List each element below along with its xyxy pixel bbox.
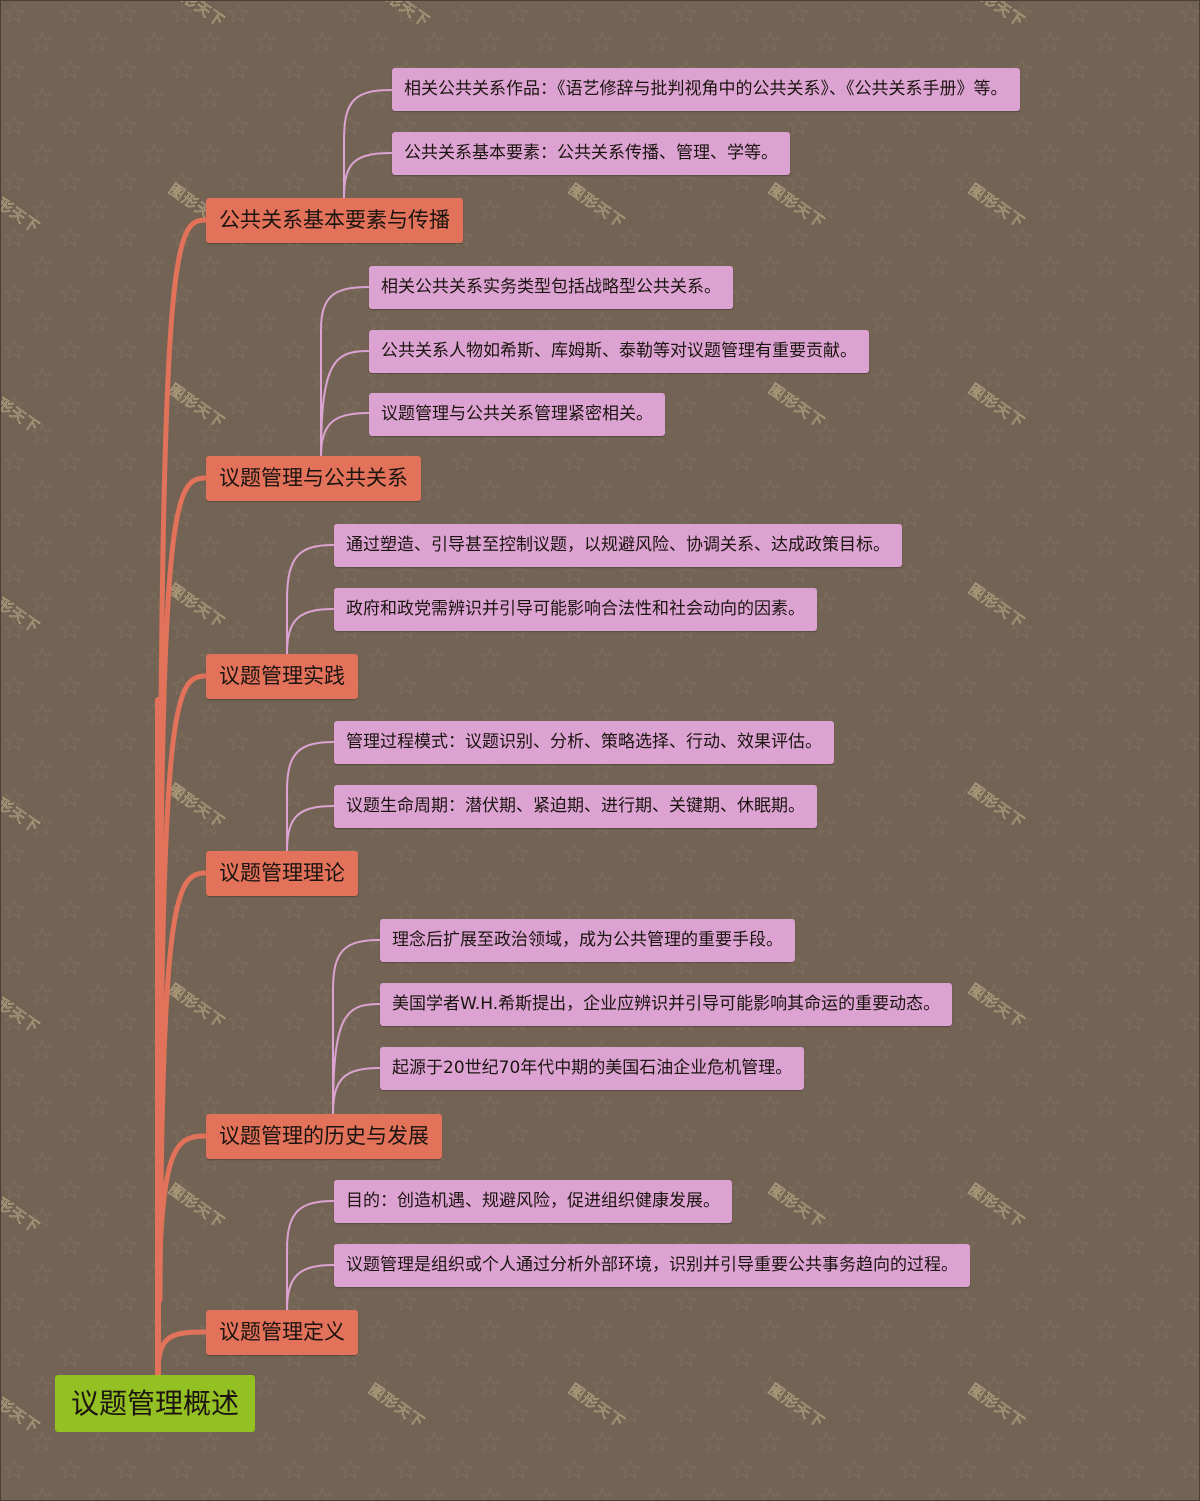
watermark-text: 图形天下 [765,180,829,232]
watermark-text: 图形天下 [0,1385,44,1437]
leaf-node[interactable]: 议题管理与公共关系管理紧密相关。 [369,393,665,436]
leaf-node[interactable]: 美国学者W.H.希斯提出，企业应辨识并引导可能影响其命运的重要动态。 [380,983,953,1026]
watermark-text: 图形天下 [965,1380,1029,1432]
leaf-node[interactable]: 公共关系基本要素：公共关系传播、管理、学等。 [392,132,790,175]
watermark-text: 图形天下 [0,185,44,237]
leaf-node[interactable]: 相关公共关系实务类型包括战略型公共关系。 [369,266,733,309]
leaf-node[interactable]: 公共关系人物如希斯、库姆斯、泰勒等对议题管理有重要贡献。 [369,330,869,373]
branch-node-practice[interactable]: 议题管理实践 [206,654,358,699]
watermark-text: 图形天下 [965,380,1029,432]
branch-node-definition[interactable]: 议题管理定义 [206,1310,358,1355]
watermark-text: 图形天下 [965,580,1029,632]
watermark-text: 图形天下 [0,585,44,637]
leaf-node[interactable]: 起源于20世纪70年代中期的美国石油企业危机管理。 [380,1047,805,1090]
leaf-node[interactable]: 议题管理是组织或个人通过分析外部环境，识别并引导重要公共事务趋向的过程。 [334,1244,970,1287]
watermark-text: 图形天下 [165,580,229,632]
root-node[interactable]: 议题管理概述 [55,1375,256,1432]
watermark-text: 图形天下 [965,180,1029,232]
watermark-text: 图形天下 [0,385,44,437]
watermark-text: 图形天下 [965,1180,1029,1232]
watermark-text: 图形天下 [0,1185,44,1237]
watermark-text: 图形天下 [370,0,434,31]
watermark-text: 图形天下 [365,1380,429,1432]
watermark-text: 图形天下 [565,180,629,232]
branch-node-theory[interactable]: 议题管理理论 [206,851,358,896]
watermark-text: 图形天下 [765,1380,829,1432]
branch-node-public-relations-elements[interactable]: 公共关系基本要素与传播 [206,198,463,243]
leaf-node[interactable]: 通过塑造、引导甚至控制议题，以规避风险、协调关系、达成政策目标。 [334,524,902,567]
watermark-text: 图形天下 [765,1180,829,1232]
watermark-text: 图形天下 [165,780,229,832]
leaf-node[interactable]: 议题生命周期：潜伏期、紧迫期、进行期、关键期、休眠期。 [334,785,817,828]
watermark-text: 图形天下 [965,780,1029,832]
leaf-node[interactable]: 政府和政党需辨识并引导可能影响合法性和社会动向的因素。 [334,588,817,631]
watermark-text: 图形天下 [965,980,1029,1032]
leaf-node[interactable]: 相关公共关系作品：《语艺修辞与批判视角中的公共关系》、《公共关系手册》等。 [392,68,1020,111]
watermark-text: 图形天下 [565,1380,629,1432]
leaf-node[interactable]: 理念后扩展至政治领域，成为公共管理的重要手段。 [380,919,795,962]
watermark-text: 图形天下 [0,985,44,1037]
branch-node-history[interactable]: 议题管理的历史与发展 [206,1114,442,1159]
watermark-text: 图形天下 [965,0,1029,31]
leaf-node[interactable]: 管理过程模式：议题识别、分析、策略选择、行动、效果评估。 [334,721,834,764]
leaf-node[interactable]: 目的：创造机遇、规避风险，促进组织健康发展。 [334,1180,732,1223]
branch-node-issue-management-and-pr[interactable]: 议题管理与公共关系 [206,456,421,501]
watermark-text: 图形天下 [0,785,44,837]
watermark-text: 图形天下 [165,980,229,1032]
watermark-text: 图形天下 [165,380,229,432]
watermark-text: 图形天下 [765,380,829,432]
watermark-text: 图形天下 [165,0,229,31]
watermark-text: 图形天下 [165,1180,229,1232]
